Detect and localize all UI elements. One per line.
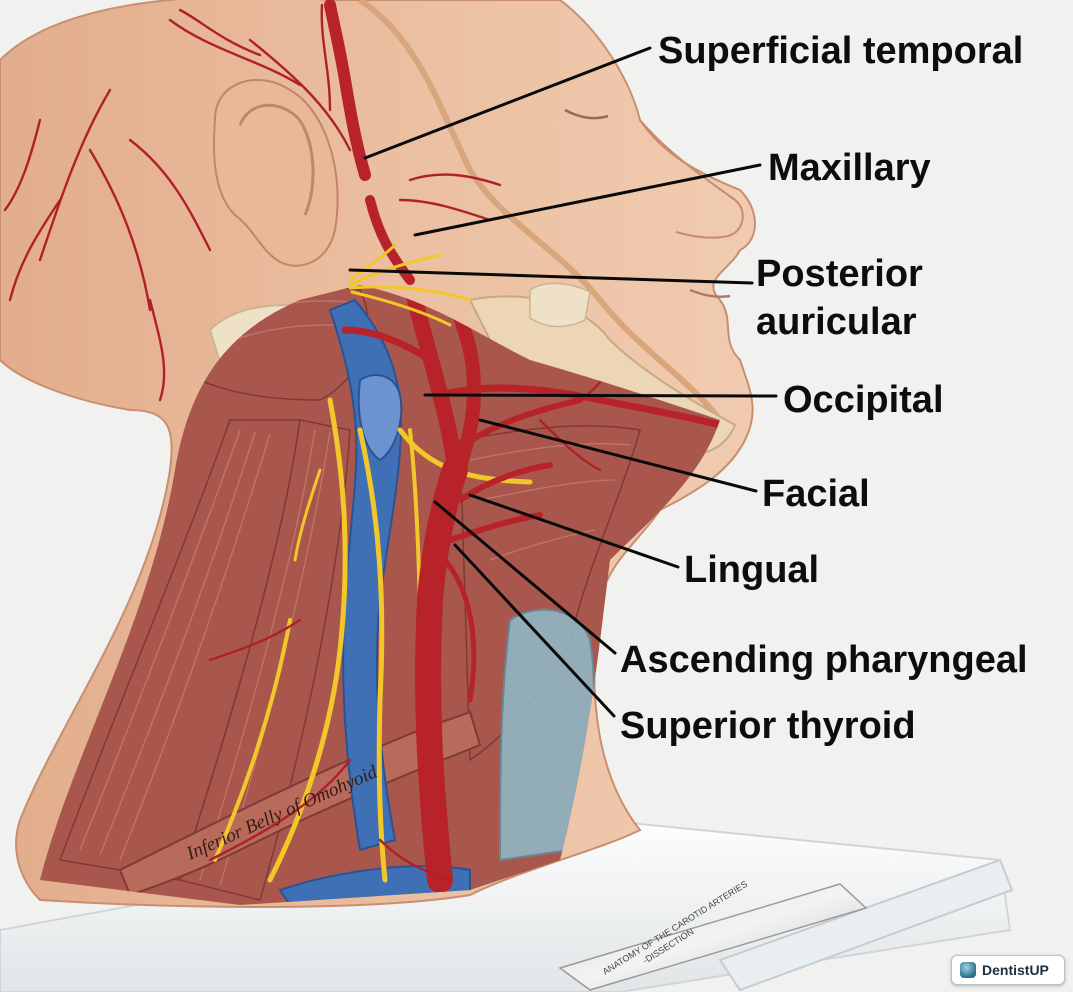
leader-posterior-auricular — [348, 268, 754, 285]
leader-facial — [478, 418, 758, 493]
label-superior-thyroid: Superior thyroid — [620, 705, 916, 747]
label-maxillary: Maxillary — [768, 147, 931, 189]
leader-superficial-temporal — [363, 46, 652, 160]
leader-superior-thyroid — [453, 543, 616, 718]
label-facial: Facial — [762, 473, 870, 515]
label-lingual: Lingual — [684, 549, 819, 591]
leader-ascending-pharyngeal — [433, 500, 617, 655]
label-occipital: Occipital — [783, 379, 944, 421]
label-ascending-pharyngeal: Ascending pharyngeal — [620, 639, 1028, 681]
label-posterior-auricular-line-1: Posterior — [756, 253, 923, 295]
scalp-arteries — [3, 3, 352, 402]
name-plaque — [558, 883, 868, 991]
label-posterior-auricular-line-2: auricular — [756, 301, 917, 343]
logo-icon — [960, 962, 976, 978]
watermark-text: DentistUP — [982, 962, 1049, 978]
leader-lines — [348, 46, 778, 718]
leader-maxillary — [413, 163, 762, 237]
leader-occipital — [423, 393, 778, 398]
watermark-badge: DentistUP — [951, 955, 1065, 985]
label-superficial-temporal: Superficial temporal — [658, 30, 1023, 72]
leader-lingual — [468, 493, 680, 569]
upper-arteries — [324, 0, 502, 327]
artery-labels: Superficial temporal Maxillary Posterior… — [620, 30, 1028, 747]
